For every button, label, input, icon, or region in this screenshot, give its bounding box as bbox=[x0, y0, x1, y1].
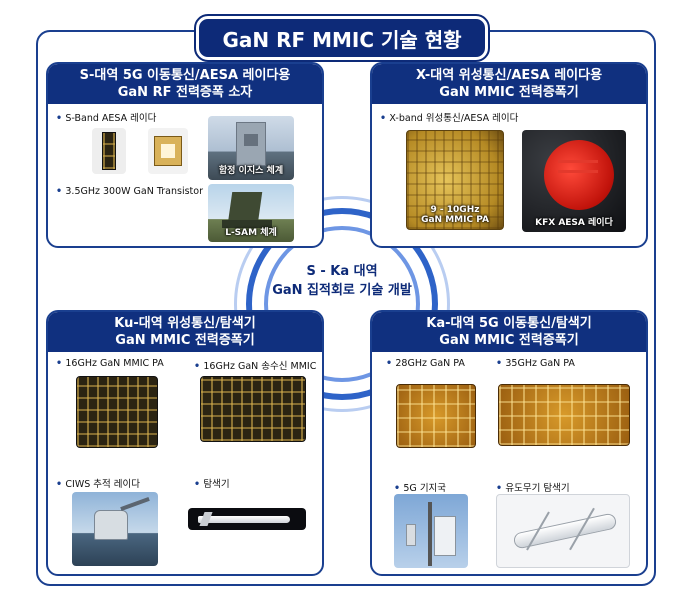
5g-base-station-image bbox=[394, 494, 468, 568]
panel-s-band-heading-line1: S-대역 5G 이동통신/AESA 레이다용 bbox=[79, 68, 291, 83]
panel-x-band-heading-line2: GaN MMIC 전력증폭기 bbox=[439, 85, 579, 100]
lsam-image: L-SAM 체계 bbox=[208, 184, 294, 242]
item-16ghz-pa: 16GHz GaN MMIC PA bbox=[56, 358, 163, 369]
transistor-image-1 bbox=[92, 128, 126, 174]
center-line-2: GaN 집적회로 기술 개발 bbox=[272, 283, 412, 298]
panel-ku-band: Ku-대역 위성통신/탐색기 GaN MMIC 전력증폭기 16GHz GaN … bbox=[46, 310, 324, 576]
caption-x-band-pa-line1: 9 - 10GHz bbox=[430, 205, 480, 215]
panel-ka-band-heading: Ka-대역 5G 이동통신/탐색기 GaN MMIC 전력증폭기 bbox=[372, 312, 646, 352]
kfx-radar-image: KFX AESA 레이다 bbox=[522, 130, 626, 232]
item-guided-seeker: 유도무기 탐색기 bbox=[496, 480, 569, 494]
caption-kfx: KFX AESA 레이다 bbox=[535, 218, 613, 228]
caption-aegis: 함정 이지스 체계 bbox=[218, 166, 284, 176]
panel-x-band-heading: X-대역 위성통신/AESA 레이다용 GaN MMIC 전력증폭기 bbox=[372, 64, 646, 104]
ciws-image bbox=[72, 492, 158, 566]
item-seeker: 탐색기 bbox=[194, 476, 229, 490]
ka-35ghz-chip-image bbox=[498, 384, 630, 446]
panel-ku-band-heading-line1: Ku-대역 위성통신/탐색기 bbox=[114, 316, 256, 331]
ku-pa-chip-image bbox=[76, 376, 158, 448]
guided-seeker-image bbox=[496, 494, 630, 568]
item-35ghz-pa: 35GHz GaN PA bbox=[496, 358, 575, 369]
center-label: S - Ka 대역 GaN 집적회로 기술 개발 bbox=[270, 262, 414, 300]
panel-x-band-heading-line1: X-대역 위성통신/AESA 레이다용 bbox=[415, 68, 603, 83]
item-ciws: CIWS 추적 레이다 bbox=[56, 476, 140, 490]
item-16ghz-trx: 16GHz GaN 송수신 MMIC bbox=[194, 358, 316, 372]
panel-s-band-heading-line2: GaN RF 전력증폭 소자 bbox=[117, 85, 253, 100]
item-gan-transistor: 3.5GHz 300W GaN Transistor bbox=[56, 186, 203, 197]
ku-trx-chip-image bbox=[200, 376, 306, 442]
item-x-band: X-band 위성통신/AESA 레이다 bbox=[380, 110, 518, 124]
transistor-image-2 bbox=[148, 128, 188, 174]
panel-ku-band-heading-line2: GaN MMIC 전력증폭기 bbox=[115, 333, 255, 348]
panel-s-band: S-대역 5G 이동통신/AESA 레이다용 GaN RF 전력증폭 소자 S-… bbox=[46, 62, 324, 248]
ka-28ghz-chip-image bbox=[396, 384, 476, 448]
panel-x-band: X-대역 위성통신/AESA 레이다용 GaN MMIC 전력증폭기 X-ban… bbox=[370, 62, 648, 248]
panel-ka-band-heading-line2: GaN MMIC 전력증폭기 bbox=[439, 333, 579, 348]
panel-s-band-heading: S-대역 5G 이동통신/AESA 레이다용 GaN RF 전력증폭 소자 bbox=[48, 64, 322, 104]
caption-lsam: L-SAM 체계 bbox=[225, 228, 277, 238]
caption-x-band-pa: 9 - 10GHz GaN MMIC PA bbox=[407, 205, 503, 225]
panel-ka-band: Ka-대역 5G 이동통신/탐색기 GaN MMIC 전력증폭기 28GHz G… bbox=[370, 310, 648, 576]
panel-ku-band-heading: Ku-대역 위성통신/탐색기 GaN MMIC 전력증폭기 bbox=[48, 312, 322, 352]
ship-aegis-image: 함정 이지스 체계 bbox=[208, 116, 294, 180]
seeker-missile-image bbox=[188, 508, 306, 530]
caption-x-band-pa-line2: GaN MMIC PA bbox=[421, 215, 489, 225]
x-band-pa-chip-image: 9 - 10GHz GaN MMIC PA bbox=[406, 130, 504, 230]
page-title: GaN RF MMIC 기술 현황 bbox=[194, 14, 490, 62]
item-28ghz-pa: 28GHz GaN PA bbox=[386, 358, 465, 369]
center-line-1: S - Ka 대역 bbox=[306, 264, 378, 279]
panel-ka-band-heading-line1: Ka-대역 5G 이동통신/탐색기 bbox=[426, 316, 592, 331]
item-5g-base-station: 5G 기지국 bbox=[394, 480, 446, 494]
item-s-band-aesa: S-Band AESA 레이다 bbox=[56, 110, 156, 124]
